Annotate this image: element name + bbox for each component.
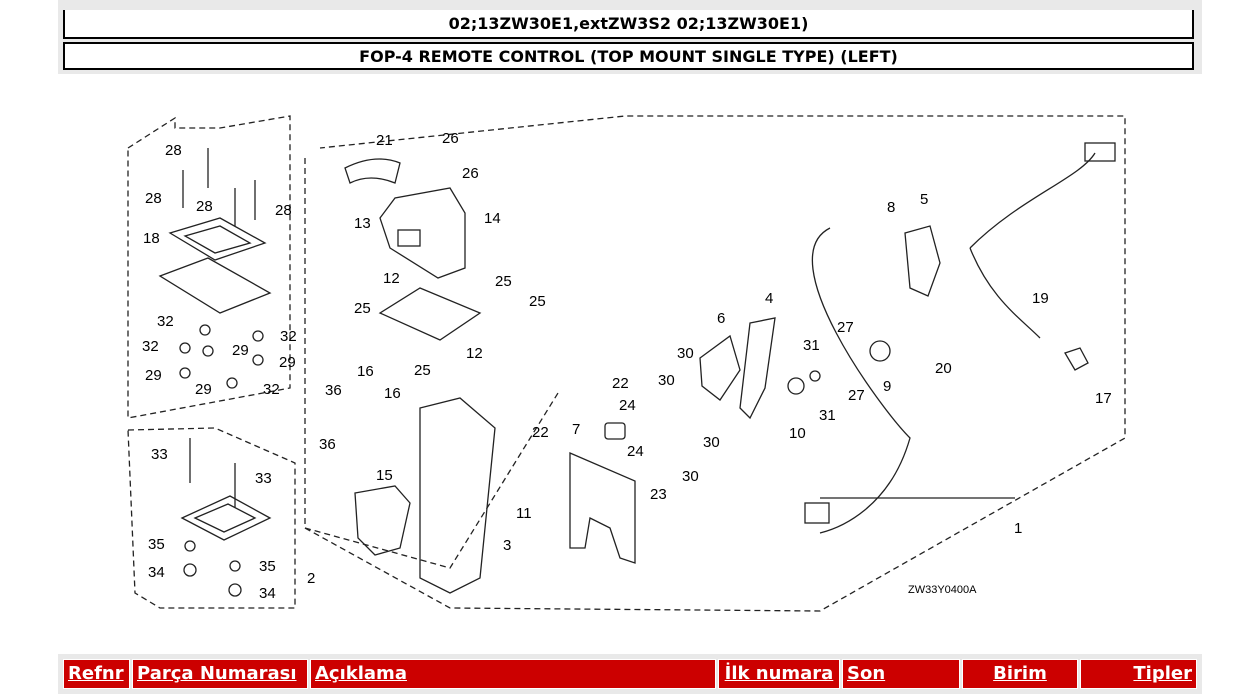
svg-text:30: 30 bbox=[677, 345, 694, 362]
svg-text:17: 17 bbox=[1095, 390, 1112, 407]
header: 02;13ZW30E1,extZW3S2 02;13ZW30E1) FOP-4 … bbox=[58, 0, 1202, 74]
svg-text:29: 29 bbox=[232, 342, 249, 359]
svg-text:30: 30 bbox=[682, 468, 699, 485]
bolts-28 bbox=[182, 148, 256, 226]
svg-text:32: 32 bbox=[280, 328, 297, 345]
svg-text:36: 36 bbox=[325, 382, 342, 399]
svg-text:12: 12 bbox=[383, 270, 400, 287]
svg-text:33: 33 bbox=[151, 446, 168, 463]
svg-text:11: 11 bbox=[516, 505, 532, 522]
svg-text:34: 34 bbox=[259, 585, 276, 602]
svg-text:16: 16 bbox=[357, 363, 374, 380]
svg-text:29: 29 bbox=[279, 354, 296, 371]
svg-text:33: 33 bbox=[255, 470, 272, 487]
svg-text:18: 18 bbox=[143, 230, 160, 247]
lever-4 bbox=[739, 317, 776, 420]
plate-18 bbox=[158, 257, 272, 314]
col-last[interactable]: Son bbox=[842, 659, 960, 689]
svg-text:3: 3 bbox=[503, 537, 511, 554]
svg-text:31: 31 bbox=[803, 337, 820, 354]
frame-inner bbox=[304, 392, 559, 569]
svg-text:5: 5 bbox=[920, 191, 928, 208]
bracket-3 bbox=[419, 397, 496, 594]
gasket bbox=[569, 452, 636, 564]
arm-6 bbox=[699, 334, 741, 401]
svg-text:25: 25 bbox=[529, 293, 546, 310]
svg-text:13: 13 bbox=[354, 215, 371, 232]
frame-main bbox=[304, 115, 1126, 612]
clip-17 bbox=[1064, 347, 1089, 371]
svg-text:24: 24 bbox=[627, 443, 644, 460]
svg-text:32: 32 bbox=[157, 313, 174, 330]
svg-text:23: 23 bbox=[650, 486, 667, 503]
svg-text:28: 28 bbox=[145, 190, 162, 207]
svg-text:30: 30 bbox=[658, 372, 675, 389]
svg-text:27: 27 bbox=[837, 319, 854, 336]
svg-text:26: 26 bbox=[442, 130, 459, 147]
svg-text:32: 32 bbox=[263, 381, 280, 398]
frame-left-lower bbox=[127, 427, 296, 609]
models-line: 02;13ZW30E1,extZW3S2 02;13ZW30E1) bbox=[63, 10, 1194, 39]
plate-12 bbox=[378, 287, 482, 341]
svg-text:12: 12 bbox=[466, 345, 483, 362]
svg-text:2: 2 bbox=[307, 570, 315, 587]
svg-text:29: 29 bbox=[195, 381, 212, 398]
svg-text:6: 6 bbox=[717, 310, 725, 327]
svg-text:27: 27 bbox=[848, 387, 865, 404]
col-refnr[interactable]: Refnr bbox=[63, 659, 130, 689]
svg-text:34: 34 bbox=[148, 564, 165, 581]
cap-21 bbox=[344, 158, 401, 184]
col-types[interactable]: Tipler bbox=[1080, 659, 1197, 689]
svg-text:32: 32 bbox=[142, 338, 159, 355]
col-description[interactable]: Açıklama bbox=[310, 659, 716, 689]
svg-text:22: 22 bbox=[612, 375, 629, 392]
parts-table-header: Refnr Parça Numarası Açıklama İlk numara… bbox=[58, 654, 1202, 694]
svg-text:29: 29 bbox=[145, 367, 162, 384]
col-first-number[interactable]: İlk numara bbox=[718, 659, 840, 689]
svg-text:20: 20 bbox=[935, 360, 952, 377]
svg-text:16: 16 bbox=[384, 385, 401, 402]
cable-19 bbox=[969, 152, 1096, 249]
part-5 bbox=[904, 225, 941, 297]
svg-text:24: 24 bbox=[619, 397, 636, 414]
col-unit[interactable]: Birim bbox=[962, 659, 1078, 689]
frame-left-upper bbox=[127, 115, 291, 419]
svg-text:35: 35 bbox=[148, 536, 165, 553]
svg-text:4: 4 bbox=[765, 290, 773, 307]
svg-text:28: 28 bbox=[165, 142, 182, 159]
svg-text:28: 28 bbox=[196, 198, 213, 215]
part-15 bbox=[354, 485, 411, 556]
diagram-code: ZW33Y0400A bbox=[908, 584, 977, 596]
svg-text:22: 22 bbox=[532, 424, 549, 441]
svg-text:9: 9 bbox=[883, 378, 891, 395]
svg-text:31: 31 bbox=[819, 407, 836, 424]
svg-text:35: 35 bbox=[259, 558, 276, 575]
svg-text:25: 25 bbox=[414, 362, 431, 379]
svg-text:7: 7 bbox=[572, 421, 580, 438]
svg-text:10: 10 bbox=[789, 425, 806, 442]
bracket-2 bbox=[180, 495, 272, 541]
col-part-number[interactable]: Parça Numarası bbox=[132, 659, 308, 689]
svg-text:26: 26 bbox=[462, 165, 479, 182]
svg-text:15: 15 bbox=[376, 467, 393, 484]
svg-text:25: 25 bbox=[354, 300, 371, 317]
svg-text:14: 14 bbox=[484, 210, 501, 227]
svg-text:30: 30 bbox=[703, 434, 720, 451]
section-title: FOP-4 REMOTE CONTROL (TOP MOUNT SINGLE T… bbox=[63, 42, 1194, 70]
svg-text:1: 1 bbox=[1014, 520, 1022, 537]
svg-text:25: 25 bbox=[495, 273, 512, 290]
svg-text:19: 19 bbox=[1032, 290, 1049, 307]
cover-13 bbox=[379, 187, 466, 279]
svg-text:8: 8 bbox=[887, 199, 895, 216]
cable-1 bbox=[811, 227, 911, 534]
svg-text:21: 21 bbox=[376, 132, 393, 149]
svg-text:28: 28 bbox=[275, 202, 292, 219]
bracket-18 bbox=[168, 217, 267, 261]
svg-text:36: 36 bbox=[319, 436, 336, 453]
